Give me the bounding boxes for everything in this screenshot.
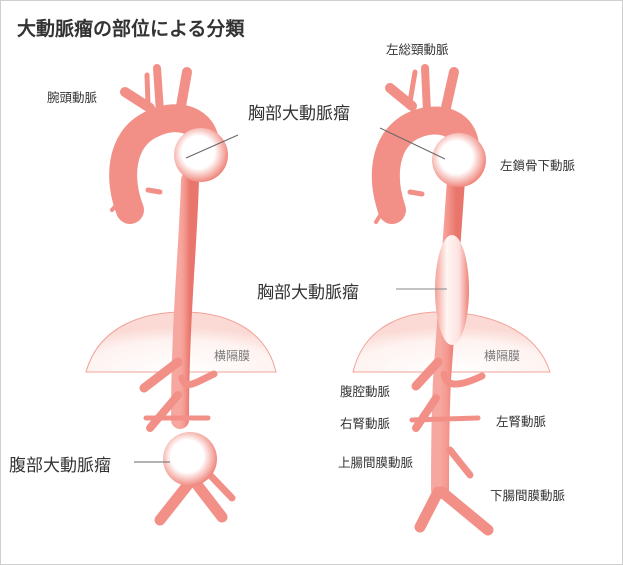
label-right-diaphragm: 横隔膜 [484, 349, 521, 363]
label-brachiocephalic-artery: 腕頭動脈 [47, 90, 98, 105]
right-arch-aneurysm-bulge [432, 133, 486, 187]
label-abdominal-aneurysm: 腹部大動脈瘤 [9, 456, 111, 476]
label-right-thoracic-aneurysm: 胸部大動脈瘤 [257, 283, 359, 303]
left-aorta [109, 64, 236, 526]
right-aorta [371, 64, 494, 536]
left-abdominal-aneurysm-bulge [163, 432, 217, 486]
label-left-renal-artery: 左腎動脈 [496, 414, 547, 429]
label-left-thoracic-aneurysm: 胸部大動脈瘤 [248, 104, 350, 124]
label-superior-mesenteric-artery: 上腸間膜動脈 [338, 455, 414, 470]
diagram-title: 大動脈瘤の部位による分類 [17, 18, 245, 40]
label-right-renal-artery: 右腎動脈 [340, 416, 391, 431]
leader-line-left-thoracic [185, 134, 239, 159]
left-thoracic-aneurysm-bulge [174, 128, 228, 182]
label-celiac-artery: 腹腔動脈 [340, 384, 391, 399]
label-left-subclavian-artery: 左鎖骨下動脈 [500, 158, 576, 173]
label-inferior-mesenteric-artery: 下腸間膜動脈 [490, 488, 566, 503]
label-left-common-carotid-artery: 左総頸動脈 [386, 42, 449, 57]
right-thoracic-aneurysm-bulge [435, 235, 469, 345]
label-left-diaphragm: 横隔膜 [214, 349, 251, 363]
leader-line-right-arch [379, 127, 446, 160]
